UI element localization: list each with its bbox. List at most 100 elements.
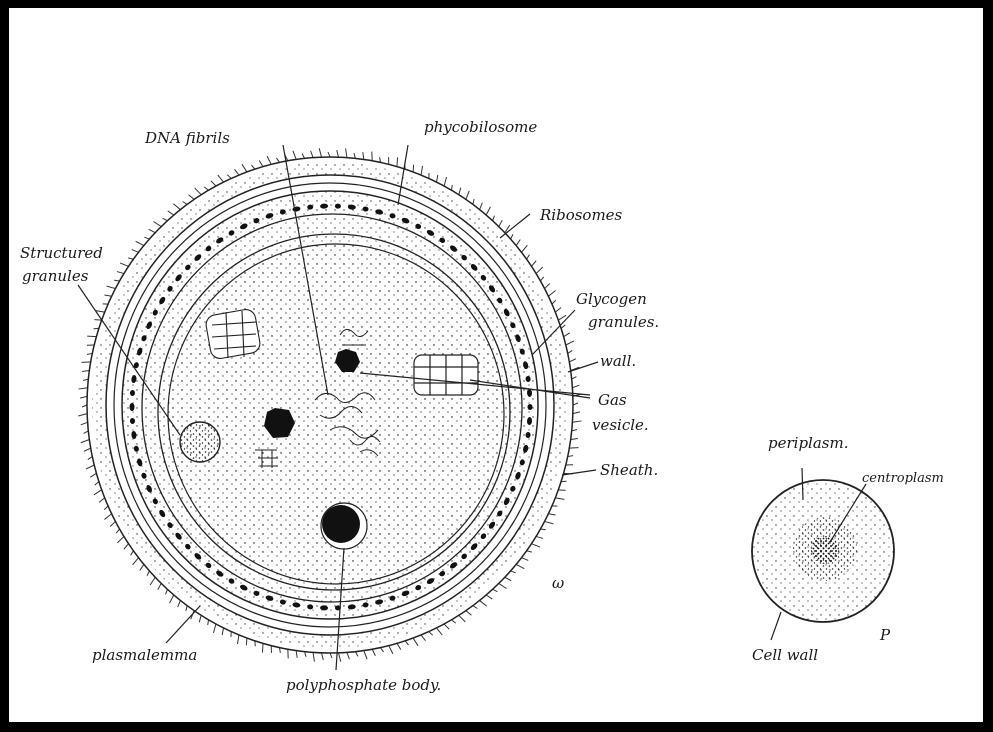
sheath-hair [521,245,527,252]
sheath-hair [170,595,174,603]
label-wall: wall. [600,352,636,370]
sheath-hair [437,628,443,635]
sheath-hair [337,150,339,157]
sheath-hair [311,151,313,158]
sheath-hair [572,385,579,387]
sheath-hair [267,156,271,164]
sheath-hair [459,615,465,622]
small-cell [752,480,894,622]
label-structured-granules-1: Structured [20,244,103,262]
label-phycobilosome: phycobilosome [424,118,537,136]
sheath-hair [262,643,263,652]
sheath-hair [573,412,580,414]
sheath-hair [237,635,239,644]
sheath-hair [189,195,195,200]
sheath-hair [132,250,139,253]
sheath-hair [107,286,116,288]
sheath-hair [110,521,115,526]
label-structured-granules-2: granules [22,267,89,285]
sheath-hair [389,646,393,654]
sheath-hair [293,151,296,160]
sheath-hair [328,152,330,157]
sheath-hair [133,558,139,565]
sheath-hair [505,577,511,580]
sheath-hair [319,148,321,157]
label-sheath: Sheath. [600,461,658,479]
label-gas-vesicle-1: Gas [598,391,627,409]
sheath-hair [82,370,89,371]
sheath-hair [421,635,425,641]
sheath-hair [149,229,155,232]
sheath-hair [211,181,216,186]
label-gas-vesicle-2: vesicle. [592,416,649,434]
small-centroplasm-core [811,536,839,564]
sheath-hair [87,336,96,337]
sheath-hair [531,261,536,267]
gas-vesicle-left [205,308,262,360]
sheath-hair [413,165,414,172]
phycobilosome-dot [528,404,533,410]
sheath-hair [536,536,543,538]
label-plasmalemma: plasmalemma [92,646,197,664]
sheath-hair [78,388,87,389]
label-dna-fibrils: DNA fibrils [144,129,230,147]
sheath-hair [313,652,314,661]
sheath-hair [117,272,124,274]
structured-granule [180,422,220,462]
sheath-hair [421,166,423,175]
label-ribosomes: Ribosomes [539,206,623,224]
sheath-hair [178,600,181,607]
sheath-hair [397,643,401,649]
sheath-hair [84,448,91,451]
sheath-hair [571,439,578,440]
label-glycogen-granules-1: Glycogen [576,290,647,308]
sheath-hair [168,211,174,215]
label-polyphosphate-body: polyphosphate body. [286,676,441,694]
sheath-hair [545,521,554,523]
polyphosphate-core [322,505,360,543]
sheath-hair [338,653,340,662]
label-cell-wall: Cell wall [752,646,818,664]
sheath-hair [80,396,87,398]
sheath-hair [124,544,129,550]
gas-vesicle-right [414,355,478,395]
sheath-hair [222,628,223,635]
sheath-hair [195,188,201,195]
sheath-hair [104,295,111,296]
sheath-hair [466,191,469,200]
sheath-hair [150,577,155,585]
mark-w: ω [552,574,564,592]
sheath-hair [545,284,550,289]
sheath-hair [154,222,162,227]
sheath-hair [558,490,565,491]
sheath-hair [363,152,364,159]
sheath-hair [158,583,161,589]
sheath-hair [486,595,492,599]
sheath-hair [94,320,101,321]
sheath-hair [199,615,201,622]
sheath-hair [346,148,347,157]
sheath-hair [548,291,555,297]
sheath-hair [330,653,332,658]
sheath-hair [246,638,247,645]
sheath-hair [480,600,487,606]
sheath-hair [347,652,349,659]
sheath-hair [259,160,263,166]
label-centroplasm: centroplasm [862,471,944,486]
sheath-hair [296,651,297,658]
sheath-hair [516,240,520,246]
sheath-hair [120,263,129,266]
sheath-hair [459,188,461,195]
sheath-hair [94,490,102,495]
sheath-hair [234,169,238,175]
sheath-hair [499,583,507,588]
sheath-hair [499,220,502,226]
sheath-hair [555,308,561,312]
sheath-hair [569,359,576,362]
sheath-hair [117,536,124,542]
sheath-hair [558,315,566,320]
sheath-hair [444,177,446,186]
sheath-hair [136,241,144,245]
sheath-hair [81,422,88,424]
sheath-hair [173,204,180,210]
